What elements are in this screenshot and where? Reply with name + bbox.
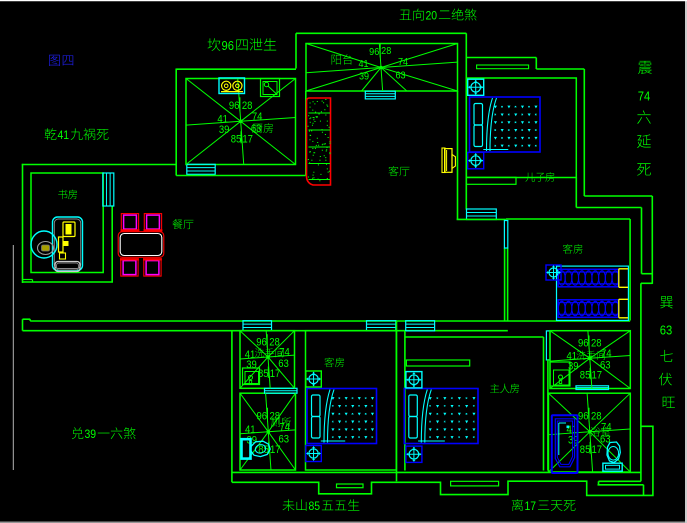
svg-text:39: 39 <box>219 124 230 136</box>
svg-text:85: 85 <box>580 369 591 381</box>
svg-text:74: 74 <box>638 89 651 104</box>
svg-text:41: 41 <box>217 113 228 125</box>
svg-text:96: 96 <box>222 38 235 53</box>
svg-text:41: 41 <box>358 58 368 70</box>
svg-text:85: 85 <box>231 133 242 145</box>
svg-text:63: 63 <box>279 433 290 445</box>
svg-text:28: 28 <box>269 336 280 348</box>
svg-text:63: 63 <box>600 433 611 445</box>
svg-text:41: 41 <box>245 349 256 361</box>
svg-text:28: 28 <box>242 100 253 112</box>
svg-text:85: 85 <box>258 368 269 380</box>
svg-text:17: 17 <box>525 499 537 513</box>
svg-text:63: 63 <box>278 358 289 370</box>
svg-text:63: 63 <box>395 69 405 81</box>
svg-text:63: 63 <box>660 323 673 338</box>
svg-text:85: 85 <box>580 444 591 456</box>
svg-text:39: 39 <box>359 70 369 82</box>
svg-text:28: 28 <box>591 410 602 422</box>
svg-text:17: 17 <box>270 444 281 456</box>
svg-text:28: 28 <box>381 45 391 57</box>
svg-text:85: 85 <box>309 499 321 513</box>
svg-text:96: 96 <box>256 336 267 348</box>
svg-text:28: 28 <box>270 410 281 422</box>
svg-text:39: 39 <box>246 359 257 371</box>
svg-text:41: 41 <box>58 128 70 142</box>
svg-text:39: 39 <box>568 360 579 372</box>
svg-text:96: 96 <box>369 46 379 58</box>
svg-text:96: 96 <box>229 100 240 112</box>
svg-text:63: 63 <box>600 359 611 371</box>
svg-text:74: 74 <box>601 421 612 433</box>
svg-text:28: 28 <box>591 338 602 350</box>
svg-text:41: 41 <box>245 424 256 436</box>
svg-text:96: 96 <box>578 338 589 350</box>
svg-text:74: 74 <box>601 348 612 360</box>
svg-text:63: 63 <box>251 123 262 135</box>
svg-text:74: 74 <box>279 347 290 359</box>
svg-text:17: 17 <box>270 368 281 380</box>
svg-text:96: 96 <box>578 410 589 422</box>
svg-text:74: 74 <box>398 56 408 68</box>
svg-text:74: 74 <box>252 111 263 123</box>
svg-text:20: 20 <box>426 8 438 22</box>
svg-text:17: 17 <box>592 369 603 381</box>
svg-text:17: 17 <box>242 133 253 145</box>
svg-text:39: 39 <box>247 434 258 446</box>
svg-text:39: 39 <box>568 434 579 446</box>
svg-text:41: 41 <box>567 424 578 436</box>
svg-text:85: 85 <box>258 444 269 456</box>
svg-text:41: 41 <box>567 350 578 362</box>
svg-text:39: 39 <box>85 427 97 441</box>
svg-text:96: 96 <box>257 410 268 422</box>
svg-text:17: 17 <box>592 444 603 456</box>
svg-text:74: 74 <box>280 421 291 433</box>
